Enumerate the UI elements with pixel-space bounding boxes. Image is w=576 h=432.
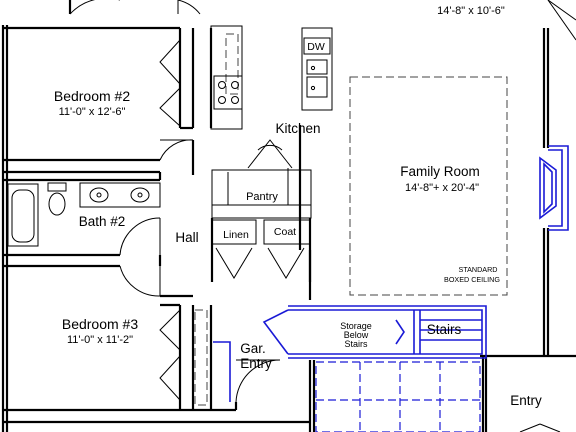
bedroom2-label: Bedroom #2 [54, 88, 130, 104]
kitchen-appliances [213, 27, 333, 111]
garage-entry-line2: Entry [240, 356, 272, 371]
stairs-label: Stairs [427, 322, 462, 337]
bedroom3-label: Bedroom #3 [62, 316, 138, 332]
storage-label-line2: Below [344, 330, 369, 340]
kitchen-label: Kitchen [275, 121, 320, 136]
garage-entry-line1: Gar. [240, 341, 266, 356]
linen-label: Linen [223, 229, 249, 241]
family-room-dims: 14'-8"+ x 20'-4" [405, 182, 479, 194]
top-right-room-dims: 14'-8" x 10'-6" [437, 5, 505, 17]
stairs-storage [262, 305, 487, 432]
pantry-label: Pantry [246, 191, 278, 203]
room-labels: 14'-8" x 10'-6" Bedroom #2 11'-0" x 12'-… [54, 5, 542, 408]
storage-label-line1: Storage [340, 321, 372, 331]
bath2-label: Bath #2 [79, 214, 126, 229]
bedroom2-dims: 11'-0" x 12'-6" [59, 106, 126, 118]
family-room-label: Family Room [400, 164, 480, 179]
coat-label: Coat [274, 226, 296, 238]
bedroom3-dims: 11'-0" x 11'-2" [67, 334, 133, 346]
fireplace [539, 145, 569, 231]
entry-label: Entry [510, 393, 542, 408]
dishwasher-label: DW [307, 41, 325, 53]
ceiling-note-line2: BOXED CEILING [444, 275, 500, 284]
ceiling-note-line1: STANDARD [458, 265, 497, 274]
hall-label: Hall [175, 230, 198, 245]
doors [69, 0, 305, 403]
storage-label-line3: Stairs [344, 339, 368, 349]
